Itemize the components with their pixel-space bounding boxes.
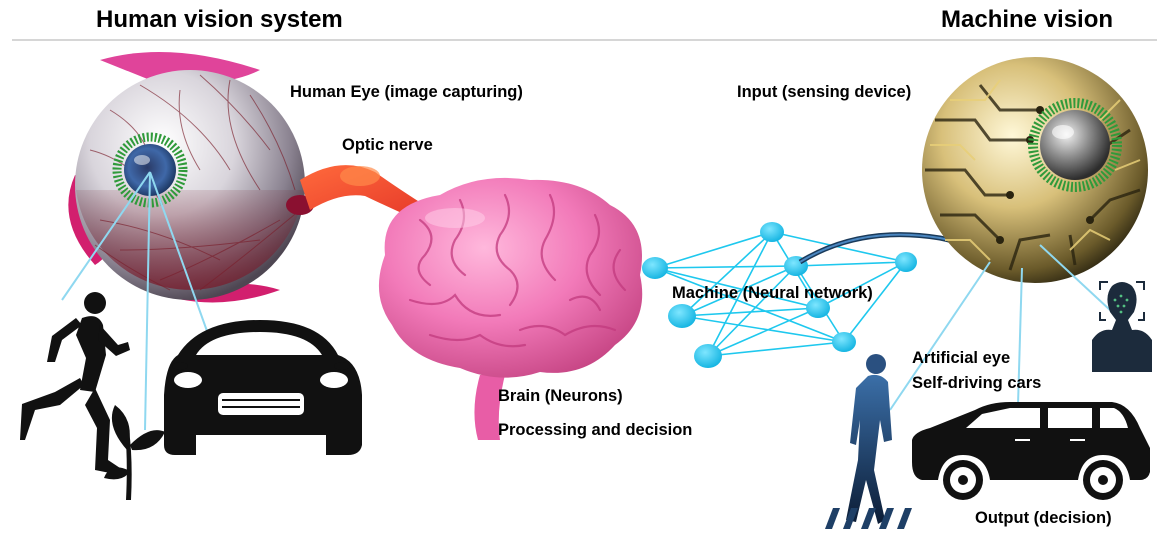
neural-network-label: Machine (Neural network) [672, 285, 873, 302]
artificial-eye-label: Artificial eye [912, 350, 1010, 367]
pedestrian-icon [846, 354, 892, 524]
human-vision-title: Human vision system [96, 8, 343, 32]
plant-icon [104, 405, 165, 500]
human-eye-label: Human Eye (image capturing) [290, 84, 523, 101]
machine-vision-title: Machine vision [941, 8, 1113, 32]
circuit-eye-icon [922, 57, 1148, 283]
runner-icon [20, 292, 130, 474]
crosswalk-icon [825, 508, 912, 529]
self-driving-label: Self-driving cars [912, 375, 1041, 392]
output-label: Output (decision) [975, 510, 1112, 527]
input-label: Input (sensing device) [737, 84, 911, 101]
face-scan-icon [1092, 282, 1152, 372]
human-eye-icon [68, 52, 314, 303]
brain-label: Brain (Neurons) [498, 388, 623, 405]
car-front-icon [164, 320, 362, 455]
optic-nerve-label: Optic nerve [342, 137, 433, 154]
processing-label: Processing and decision [498, 422, 692, 439]
suv-icon [912, 402, 1150, 500]
